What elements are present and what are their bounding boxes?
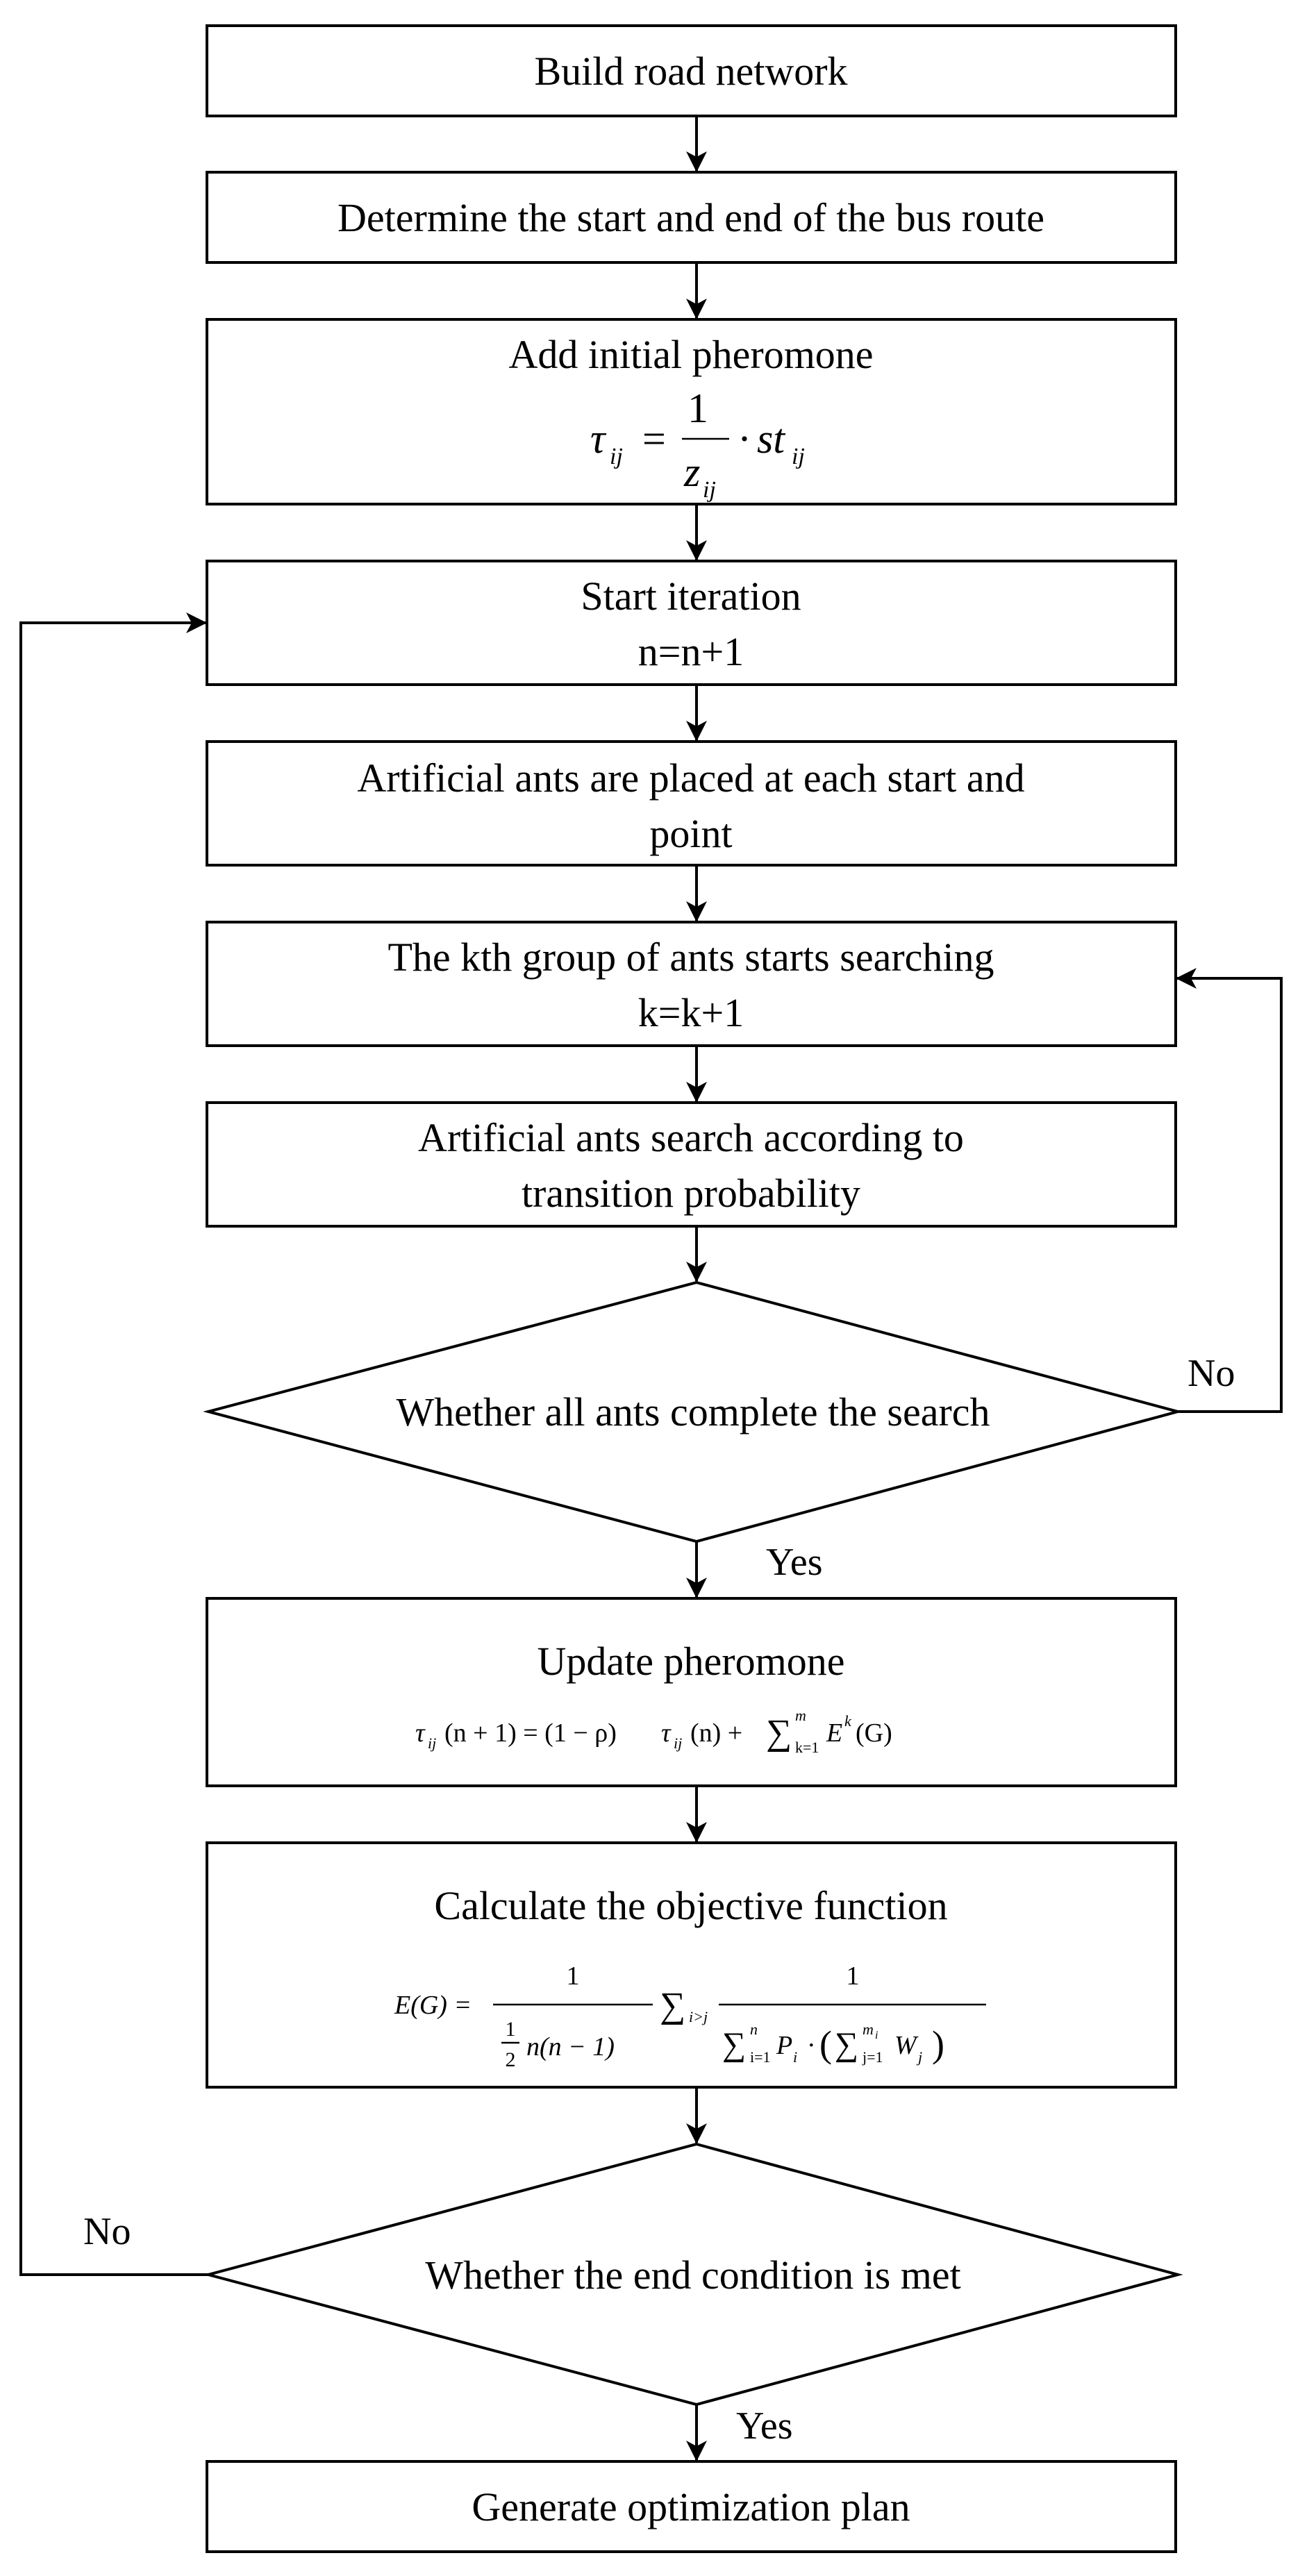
edge-label-yes-end: Yes (736, 2404, 792, 2448)
label-iteration-counter: n=n+1 (638, 629, 744, 674)
formula-update-sum: ∑ (766, 1713, 792, 1753)
formula-objective-half-num: 1 (506, 2018, 516, 2041)
formula-update-sum-bot: k=1 (795, 1739, 819, 1756)
formula-initial-lhs: τ (590, 416, 607, 462)
formula-update-tail: E (826, 1718, 842, 1748)
node-add-initial-pheromone (206, 318, 1177, 505)
formula-update-lhs-sub: ij (428, 1734, 436, 1752)
formula-initial-den: z (683, 449, 700, 495)
formula-objective-den2-sum-bot: i=1 (750, 2048, 771, 2066)
formula-update-mid: τ (661, 1718, 672, 1748)
formula-objective-den2-close: ) (932, 2023, 944, 2065)
formula-initial-num: 1 (688, 385, 708, 431)
label-update-pheromone: Update pheromone (538, 1639, 845, 1684)
formula-initial-dot: · (738, 416, 751, 462)
formula-initial-st: st (757, 416, 785, 462)
edge-end-no-to-start-iteration (19, 612, 208, 2276)
formula-objective-den2-sum-top: n (750, 2021, 758, 2038)
label-decision-all-ants-complete: Whether all ants complete the search (396, 1389, 990, 1435)
node-place-ants (206, 740, 1177, 867)
formula-objective-num2: 1 (847, 1962, 860, 1991)
formula-update-sum-top: m (795, 1707, 806, 1724)
formula-update-pheromone: τ ij (n + 1) = (1 − ρ) τ ij (n) + ∑ m k=… (415, 1707, 892, 1756)
node-update-pheromone (206, 1597, 1177, 1787)
formula-objective-num1: 1 (567, 1962, 580, 1991)
node-group-search (206, 921, 1177, 1047)
formula-objective-den2-p-sub: i (793, 2048, 797, 2066)
formula-objective-den2-inner-top: m (862, 2021, 874, 2038)
label-build-road-network: Build road network (534, 49, 847, 94)
label-ants-search-line2: transition probability (522, 1171, 860, 1216)
label-decision-end-condition: Whether the end condition is met (425, 2252, 961, 2298)
label-place-ants-line1: Artificial ants are placed at each start… (357, 755, 1024, 801)
formula-update-mid-arg: (n) + (690, 1718, 742, 1748)
node-calculate-objective (206, 1841, 1177, 2089)
label-determine-route-endpoints: Determine the start and end of the bus r… (338, 195, 1044, 240)
formula-objective-den2-inner-top-sub: i (875, 2030, 878, 2041)
label-group-counter: k=k+1 (638, 990, 744, 1035)
label-ants-search-line1: Artificial ants search according to (418, 1115, 964, 1160)
edge-label-no-complete: No (1188, 1352, 1235, 1395)
formula-initial-st-sub: ij (792, 444, 805, 469)
formula-update-tail-arg: (G) (856, 1718, 892, 1748)
formula-initial-den-sub: ij (703, 477, 716, 503)
formula-objective-den2-w-sub: j (916, 2048, 922, 2066)
formula-initial-eq: = (642, 416, 666, 462)
formula-objective: E(G) = 1 1 2 n(n − 1) ∑ i>j 1 ∑ n i=1 P … (394, 1962, 986, 2071)
edge-label-yes-complete: Yes (766, 1541, 822, 1584)
formula-objective-lhs: E(G) = (394, 1991, 472, 2020)
formula-objective-den2-inner-sum: ∑ (835, 2026, 858, 2063)
node-start-iteration (206, 560, 1177, 686)
formula-objective-den1-rest: n(n − 1) (526, 2032, 615, 2061)
node-build-road-network (206, 24, 1177, 117)
formula-update-lhs-arg: (n + 1) = (1 − ρ) (444, 1718, 617, 1748)
node-ants-search (206, 1101, 1177, 1228)
formula-objective-den2-sum: ∑ (722, 2026, 746, 2063)
label-generate-plan: Generate optimization plan (472, 2484, 910, 2529)
formula-objective-sum-main: ∑ (660, 1986, 685, 2025)
formula-objective-den2-w: W (894, 2031, 919, 2060)
node-generate-plan (206, 2460, 1177, 2553)
formula-objective-den2-open: ( (819, 2023, 832, 2065)
label-calculate-objective: Calculate the objective function (434, 1883, 947, 1928)
edge-decision-no-to-group-search (1176, 968, 1283, 1413)
formula-update-tail-sup: k (844, 1712, 852, 1730)
node-determine-route-endpoints (206, 171, 1177, 264)
formula-objective-den2-p: P (776, 2031, 792, 2060)
formula-objective-sum-main-sub: i>j (689, 2008, 708, 2025)
label-start-iteration: Start iteration (581, 574, 801, 619)
formula-update-lhs: τ (415, 1718, 426, 1748)
label-place-ants-line2: point (649, 811, 732, 856)
edge-label-no-end: No (83, 2210, 131, 2253)
formula-initial-pheromone: τ ij = 1 z ij · st ij (590, 385, 805, 503)
formula-objective-den2-inner-bot: j=1 (862, 2048, 883, 2066)
formula-objective-half-den: 2 (506, 2048, 516, 2071)
formula-update-mid-sub: ij (674, 1734, 682, 1752)
formula-initial-lhs-sub: ij (610, 444, 623, 469)
formula-objective-den2-dot: · (807, 2031, 816, 2060)
label-add-initial-pheromone: Add initial pheromone (508, 332, 873, 377)
label-group-search: The kth group of ants starts searching (388, 935, 994, 980)
